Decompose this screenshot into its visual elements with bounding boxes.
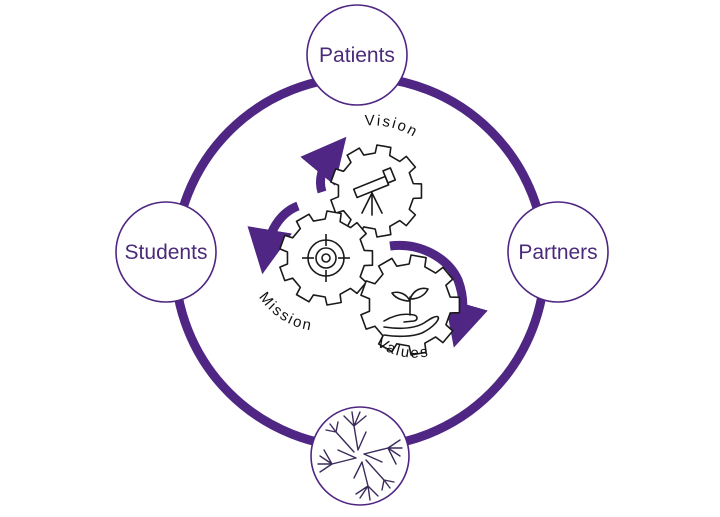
- plant-in-hand-icon: [383, 287, 440, 338]
- vision-label: Vision: [365, 112, 422, 141]
- vision-label-path: Vision: [365, 112, 420, 141]
- vision-arrow: [300, 136, 347, 194]
- node-students: Students: [115, 201, 217, 303]
- node-patients-label: Patients: [319, 44, 395, 67]
- node-partners-label: Partners: [518, 241, 597, 264]
- target-icon: [302, 234, 350, 282]
- node-hands: [310, 406, 410, 506]
- mission-gear: [279, 210, 374, 306]
- vision-gear: [330, 144, 423, 238]
- hands-icon: [317, 411, 403, 501]
- values-arrow: [389, 240, 488, 348]
- telescope-icon: [352, 167, 397, 216]
- node-partners: Partners: [507, 201, 609, 303]
- gear-vision-outline: [330, 144, 423, 238]
- node-patients: Patients: [306, 4, 408, 106]
- mission-arrow: [247, 201, 300, 275]
- node-students-label: Students: [125, 241, 208, 264]
- gear-mission-outline: [279, 210, 374, 306]
